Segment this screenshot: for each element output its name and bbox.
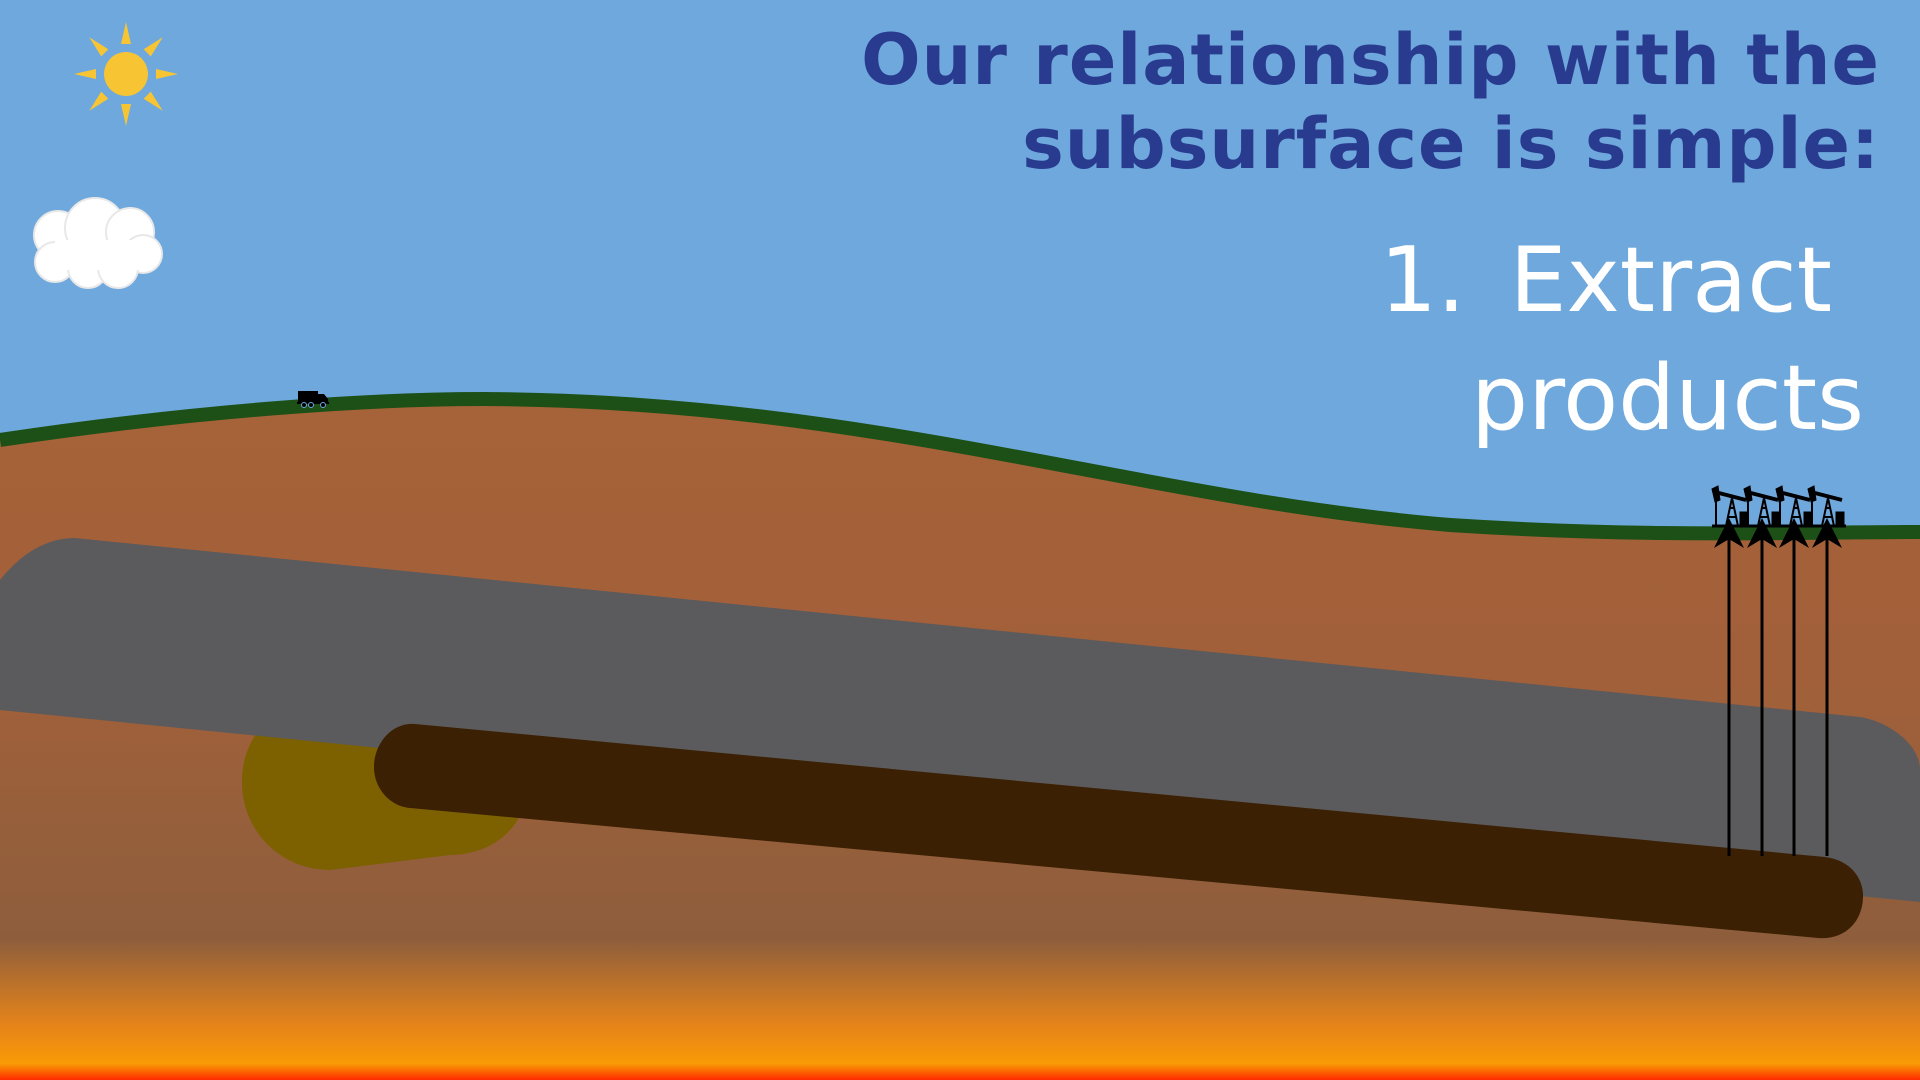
cloud-icon bbox=[33, 197, 163, 289]
oil-reservoir bbox=[373, 723, 1864, 939]
truck-icon bbox=[297, 391, 329, 408]
extraction-arrows bbox=[1714, 518, 1842, 856]
rock-layer bbox=[0, 538, 1920, 902]
step-text-line-1: Extract bbox=[1509, 228, 1832, 333]
step-text-line-2: products bbox=[1470, 346, 1864, 451]
step-item: 1. Extract products bbox=[970, 222, 1870, 458]
step-number: 1. bbox=[1379, 228, 1466, 333]
title-line-1: Our relationship with the bbox=[861, 19, 1880, 101]
oil-pumpjack-icon bbox=[1711, 485, 1750, 528]
oil-pumpjack-icon bbox=[1743, 485, 1782, 528]
oil-pumpjack-icon bbox=[1775, 485, 1814, 528]
title-line-2: subsurface is simple: bbox=[1022, 103, 1880, 185]
pumpjacks bbox=[1711, 485, 1846, 528]
sun-icon bbox=[74, 22, 178, 126]
slide-title: Our relationship with the subsurface is … bbox=[780, 18, 1880, 186]
oil-pumpjack-icon bbox=[1807, 485, 1846, 528]
